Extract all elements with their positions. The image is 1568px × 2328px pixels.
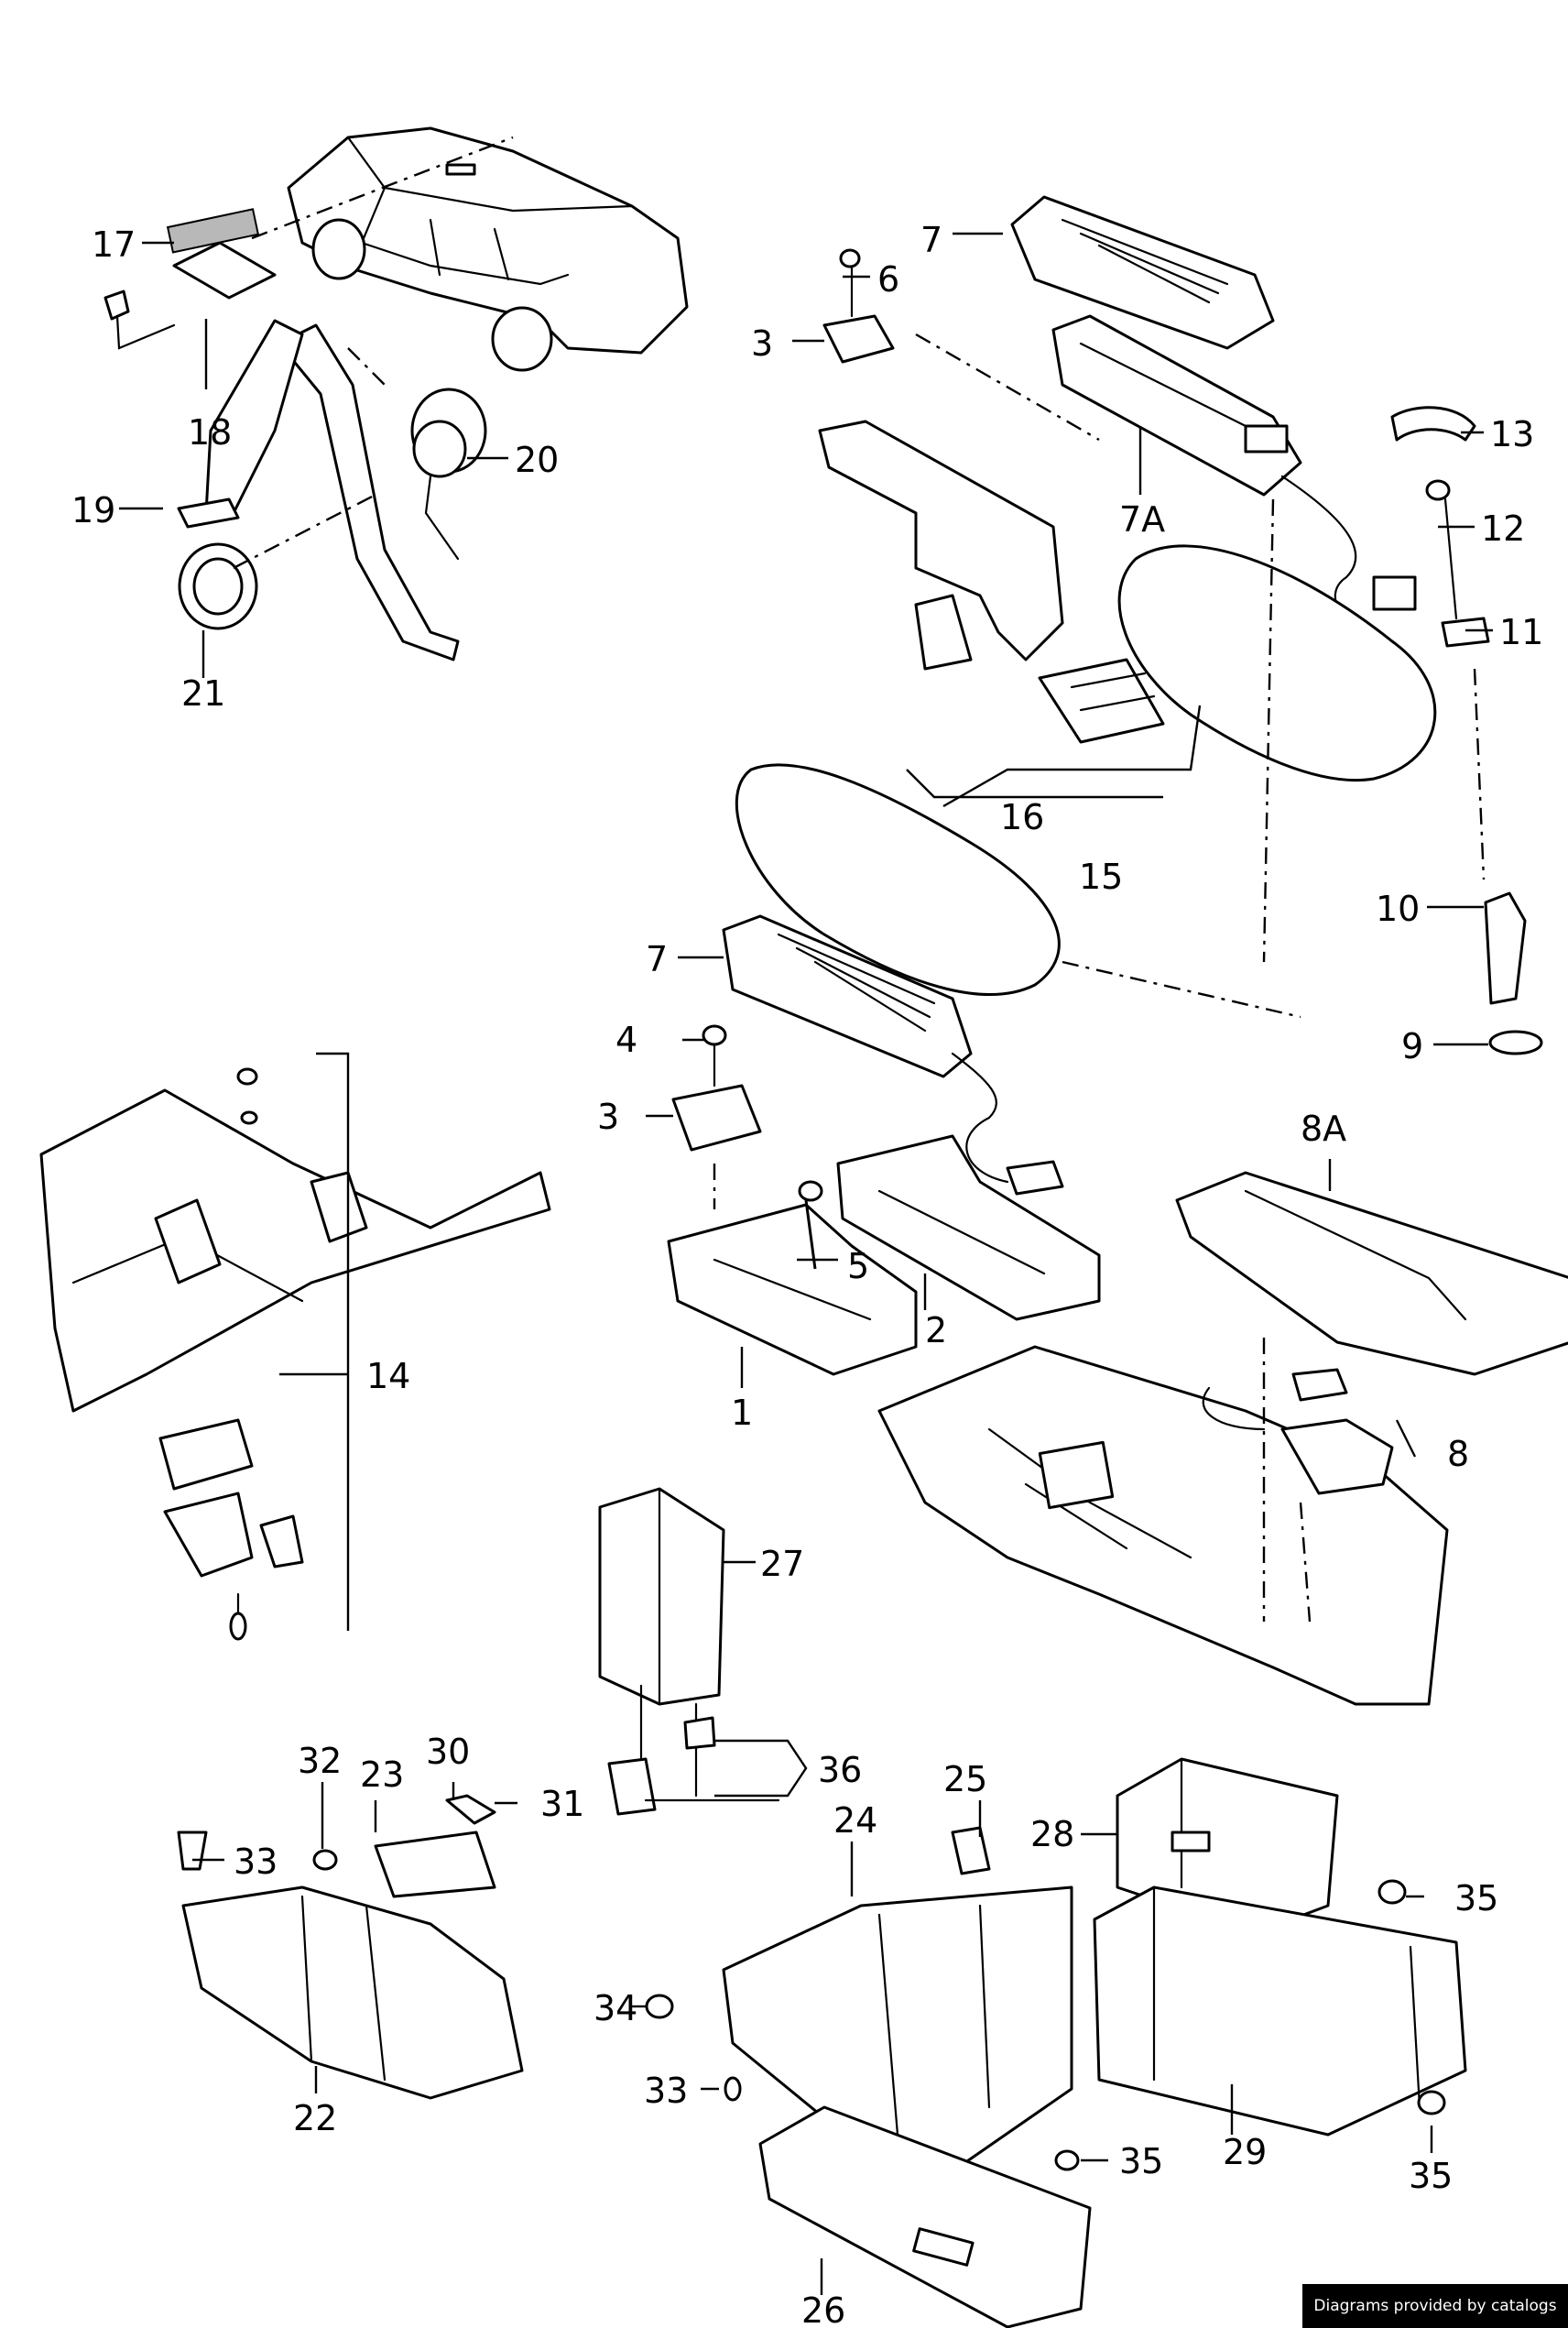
callout-34: 34 — [593, 1988, 637, 2028]
callout-7-middle: 7 — [646, 939, 668, 979]
callout-1: 1 — [731, 1393, 753, 1433]
callout-28: 28 — [1030, 1814, 1074, 1854]
center-console-group — [877, 1171, 1568, 1706]
callout-27: 27 — [760, 1544, 804, 1584]
mounting-bracket-right — [645, 1826, 1092, 2328]
car-illustration — [287, 126, 689, 372]
upper-handset-group — [818, 195, 1543, 1055]
callout-18: 18 — [188, 412, 232, 453]
callout-23: 23 — [360, 1754, 404, 1795]
amplifier-unit-group — [1093, 1757, 1467, 2137]
middle-handset-group — [667, 763, 1301, 1376]
callout-25: 25 — [943, 1759, 987, 1799]
callout-33-left: 33 — [234, 1842, 278, 1882]
callout-7A: 7A — [1119, 499, 1165, 540]
callout-33-right: 33 — [644, 2071, 688, 2111]
callout-26: 26 — [801, 2290, 845, 2328]
callout-24: 24 — [833, 1800, 877, 1841]
callout-14: 14 — [366, 1356, 410, 1396]
callout-12: 12 — [1481, 508, 1525, 549]
leader-lines — [119, 232, 1493, 2295]
callout-15: 15 — [1079, 857, 1123, 897]
callout-17: 17 — [92, 224, 136, 265]
pillar-trim-assembly — [103, 136, 514, 661]
callout-36: 36 — [818, 1750, 862, 1790]
callout-8A: 8A — [1301, 1109, 1346, 1149]
callout-9: 9 — [1401, 1026, 1423, 1066]
callout-30: 30 — [426, 1732, 470, 1772]
mounting-bracket-left — [177, 1794, 524, 2100]
callout-31: 31 — [540, 1784, 584, 1824]
callout-35-bottom: 35 — [1119, 2141, 1163, 2181]
callout-4: 4 — [615, 1020, 637, 1060]
callout-35-top: 35 — [1454, 1878, 1498, 1918]
callout-6: 6 — [877, 259, 899, 300]
diagram-credit-badge: Diagrams provided by catalogs parts — [1302, 2284, 1568, 2328]
callout-21: 21 — [181, 673, 225, 714]
callout-10: 10 — [1376, 889, 1420, 929]
callout-11: 11 — [1499, 612, 1543, 652]
callout-22: 22 — [293, 2098, 337, 2138]
callout-19: 19 — [71, 490, 115, 530]
callout-16: 16 — [1000, 797, 1044, 837]
control-module-group — [598, 1487, 780, 1816]
callout-20: 20 — [515, 440, 559, 480]
callout-7-upper: 7 — [920, 220, 942, 260]
callout-3-middle: 3 — [597, 1097, 619, 1137]
callout-29: 29 — [1223, 2132, 1267, 2172]
callout-35-right: 35 — [1409, 2156, 1453, 2196]
callout-13: 13 — [1490, 414, 1534, 454]
callout-2: 2 — [925, 1310, 947, 1350]
callout-3-upper: 3 — [751, 323, 773, 364]
callout-32: 32 — [298, 1741, 342, 1781]
callout-5: 5 — [847, 1246, 869, 1286]
callout-8: 8 — [1447, 1434, 1469, 1474]
dashboard-assembly — [39, 1067, 551, 1641]
callout-labels: 17 18 19 20 21 7 6 3 7A 13 12 11 16 15 1… — [71, 220, 1543, 2328]
